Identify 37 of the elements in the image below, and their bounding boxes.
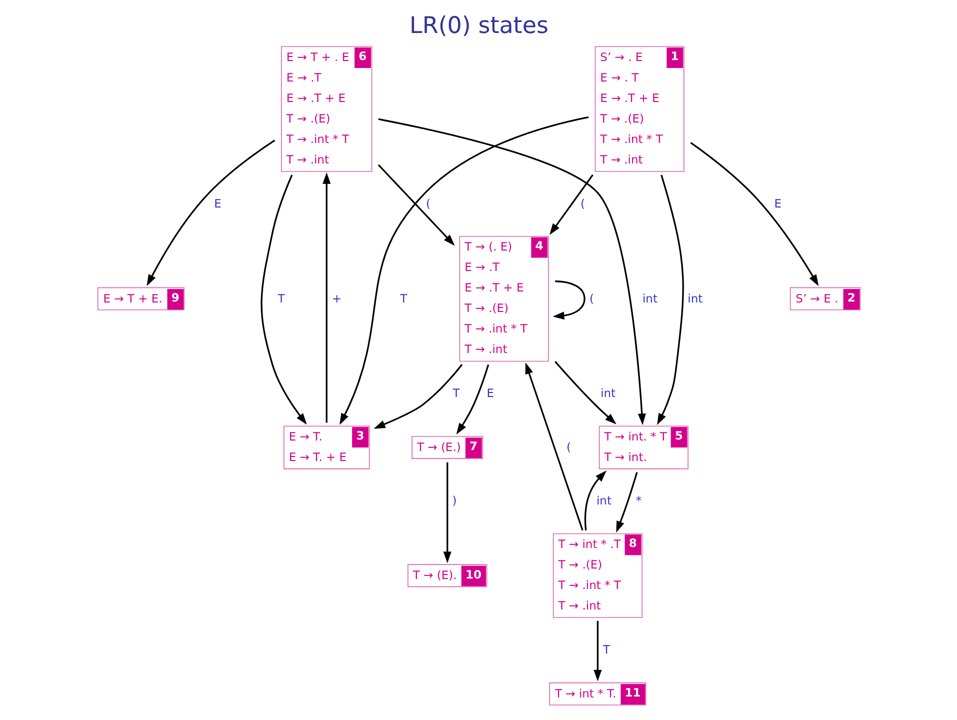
arrow: [377, 164, 454, 246]
edge-label: T: [452, 386, 460, 400]
arrow: [146, 140, 275, 286]
edge-label: *: [635, 494, 642, 508]
arrow: [260, 174, 306, 425]
edge-label: ): [452, 494, 456, 508]
edge-label: T: [277, 291, 284, 306]
edge-label: E: [214, 196, 221, 210]
arrow: [339, 116, 588, 425]
edge-label: (: [566, 440, 570, 454]
edge-label: (: [580, 196, 584, 210]
arrow: [548, 174, 593, 235]
arrow: [322, 172, 330, 423]
arrow: [690, 142, 818, 286]
edge-label: int: [596, 494, 611, 508]
arrow: [616, 472, 638, 533]
edge-label: E: [486, 386, 494, 400]
edge-label: E: [774, 196, 782, 210]
edge-label: int: [600, 386, 616, 400]
arrow: [442, 462, 451, 564]
edge-label: (: [426, 196, 430, 210]
arrow: [373, 364, 462, 429]
edge-label: int: [687, 291, 702, 306]
edge-label: T: [602, 642, 610, 656]
edge-label: +: [331, 291, 342, 306]
edge-label: T: [400, 291, 407, 306]
arrow: [656, 174, 684, 426]
arrow: [584, 470, 606, 530]
arrow: [378, 118, 646, 426]
diagram-title: LR(0) states: [409, 12, 548, 39]
edge-label: (: [588, 291, 594, 306]
arrow: [524, 362, 583, 530]
arrow: [554, 361, 616, 424]
arrow: [593, 620, 602, 682]
arrow: [456, 364, 489, 435]
edge-label: int: [642, 291, 657, 306]
arrow: [552, 280, 585, 320]
